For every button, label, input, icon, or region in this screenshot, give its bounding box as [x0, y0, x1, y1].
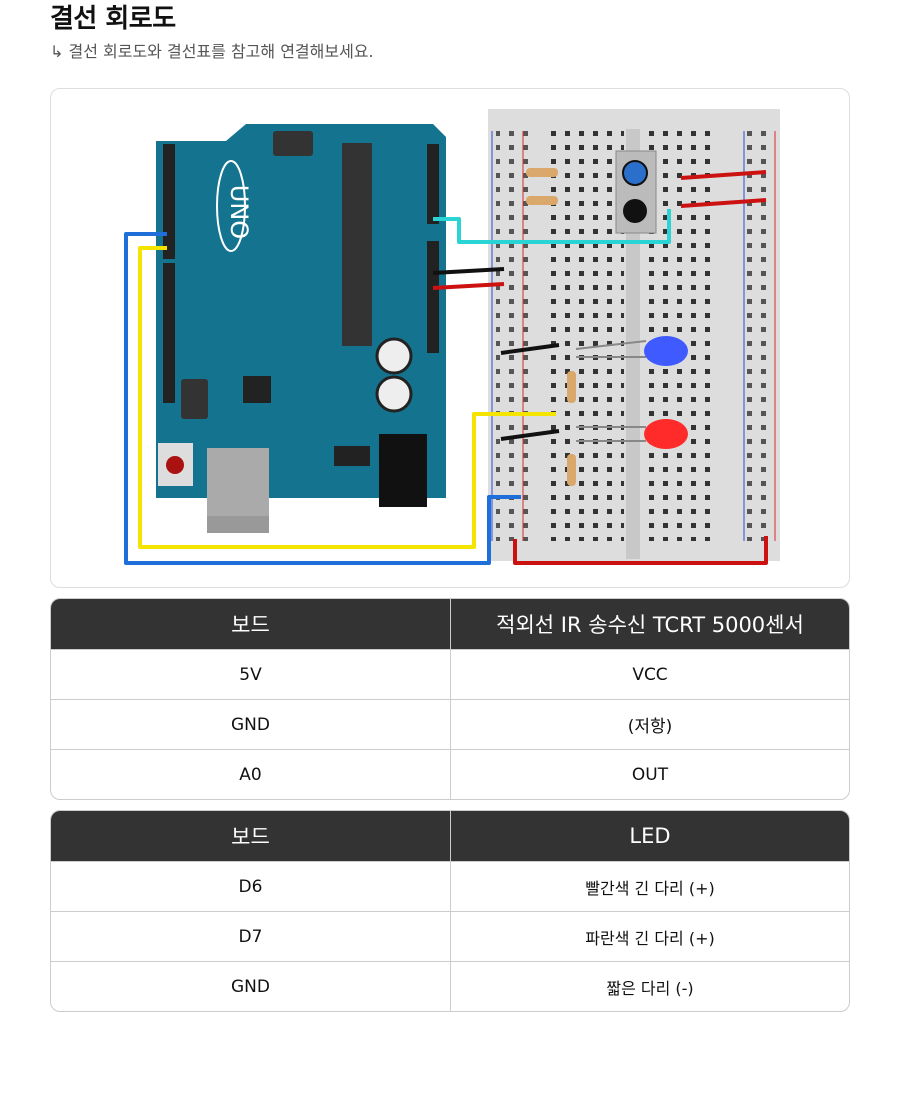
table-cell: D7: [51, 911, 450, 961]
wire-red-bottom: [513, 536, 768, 565]
table-cell: GND: [51, 699, 450, 749]
column-header: 보드: [51, 811, 450, 861]
tcrt5000-sensor: [615, 150, 657, 234]
page-subtitle: ↳ 결선 회로도와 결선표를 참고해 연결해보세요.: [50, 42, 374, 61]
table-cell: (저항): [450, 699, 849, 749]
table-cell: 짧은 다리 (-): [450, 961, 849, 1011]
table-cell: A0: [51, 749, 450, 799]
column-header: LED: [450, 811, 849, 861]
table-cell: D6: [51, 861, 450, 911]
resistors: [526, 168, 576, 486]
table-row: GND(저항): [51, 699, 849, 749]
wire-red-5v: [432, 282, 505, 290]
wire-red-2: [680, 198, 767, 208]
leds: [575, 336, 688, 449]
wire-yellow: [138, 246, 556, 549]
wire-black-1: [500, 343, 560, 355]
wire-blue: [124, 232, 521, 565]
table-cell: GND: [51, 961, 450, 1011]
circuit-illustration: UNO: [124, 109, 780, 565]
table-cell: OUT: [450, 749, 849, 799]
blue-led: [644, 336, 688, 366]
board-label: UNO: [225, 185, 253, 239]
column-header: 보드: [51, 599, 450, 649]
wires: [124, 170, 768, 565]
table-cell: 5V: [51, 649, 450, 699]
arduino-uno-board: UNO: [156, 124, 446, 533]
table-cell: 파란색 긴 다리 (+): [450, 911, 849, 961]
wire-black-2: [500, 429, 560, 441]
column-header: 적외선 IR 송수신 TCRT 5000센서: [450, 599, 849, 649]
table-cell: VCC: [450, 649, 849, 699]
red-led: [644, 419, 688, 449]
table-cell: 빨간색 긴 다리 (+): [450, 861, 849, 911]
wire-black-gnd: [432, 267, 505, 275]
wire-cyan: [433, 209, 671, 244]
page-title: 결선 회로도: [50, 4, 176, 34]
wiring-diagram: UNO: [50, 88, 850, 588]
wire-red-1: [680, 170, 767, 180]
table-header-row: 보드 적외선 IR 송수신 TCRT 5000센서: [51, 599, 849, 649]
table-header-row: 보드 LED: [51, 811, 849, 861]
